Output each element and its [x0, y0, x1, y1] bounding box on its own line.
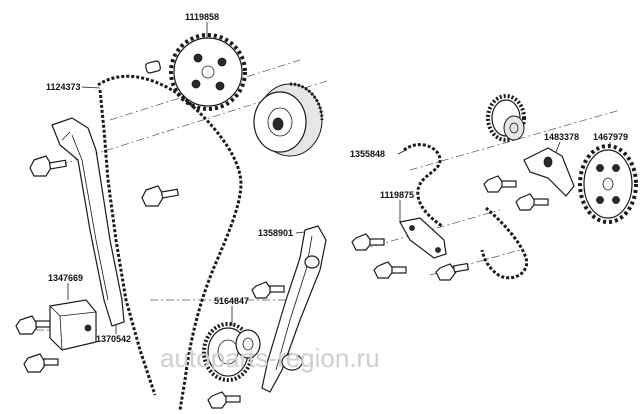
dowel-pin	[145, 60, 161, 74]
bolt-left-1	[29, 155, 67, 177]
secondary-guide	[399, 217, 447, 259]
secondary-chain	[403, 143, 529, 280]
label-1467979: 1467979	[593, 132, 628, 142]
bolt-right-1	[483, 175, 517, 193]
camshaft-sprocket-small	[486, 94, 526, 142]
watermark: autoparts-region.ru	[160, 343, 380, 373]
camshaft-sprocket-left	[169, 33, 247, 111]
bolt-right-2	[515, 193, 549, 211]
chain-guide-fixed	[51, 117, 125, 327]
label-1347669: 1347669	[48, 273, 83, 283]
bolt-right-5	[435, 262, 470, 281]
label-1124373: 1124373	[46, 82, 81, 92]
bolt-center-2	[207, 391, 241, 409]
crank-sprocket	[202, 322, 261, 382]
label-1358901: 1358901	[258, 228, 293, 238]
secondary-tensioner	[523, 147, 575, 197]
chain-guide-tensioner-side	[261, 225, 327, 393]
label-1483378: 1483378	[544, 132, 579, 142]
bolt-left-3	[15, 315, 51, 335]
label-1119858: 1119858	[185, 12, 219, 22]
label-1370542: 1370542	[96, 334, 131, 344]
bolt-center-1	[251, 281, 285, 299]
leader-lines	[67, 22, 611, 334]
tensioner-assembly	[49, 299, 97, 351]
bolt-left-2	[141, 185, 179, 207]
bolt-right-4	[373, 261, 407, 279]
bolt-right-3	[351, 233, 385, 251]
timing-chain-primary	[97, 74, 243, 411]
label-1355848: 1355848	[350, 149, 385, 159]
vvt-actuator	[253, 82, 324, 157]
bolt-left-4	[23, 353, 59, 373]
camshaft-sprocket-right	[578, 144, 638, 224]
label-1119875: 1119875	[380, 190, 414, 200]
label-5164847: 5164847	[214, 296, 249, 306]
